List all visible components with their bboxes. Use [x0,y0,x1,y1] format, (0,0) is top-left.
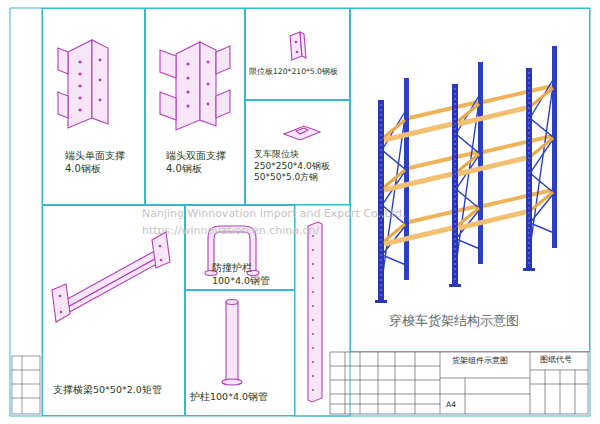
part-label: 穿梭车货架结构示意图 [389,313,519,330]
part-panel: 限位板120*210*5.0钢板 [245,8,350,100]
watermark-url: https://winnovation.en.china.cn/ [142,224,319,237]
part-panel: 穿梭车货架结构示意图 [350,8,590,352]
watermark: Nanjing Winnovation Import and Export Co… [142,207,406,220]
part-panel: 护柱100*4.0钢管 [185,290,295,416]
part-panel: 端头单面支撑 4.0钢板 [42,8,145,205]
part-panel: 端头双面支撑 4.0钢板 [145,8,245,205]
part-panel: 叉车限位块 250*250*4.0钢板 50*50*5.0方钢 [245,100,350,205]
title-block-cell: A4 [446,400,456,409]
part-label: 叉车限位块 250*250*4.0钢板 50*50*5.0方钢 [254,149,346,184]
part-label: 防撞护栏 100*4.0钢管 [212,262,282,287]
title-block-cell: 图纸代号 [540,355,572,365]
title-block-cell: 货架组件示意图 [452,356,508,366]
part-label: 限位板120*210*5.0钢板 [249,67,338,77]
part-label: 端头单面支撑 4.0钢板 [65,149,137,175]
part-label: 支撑横梁50*50*2.0矩管 [53,384,162,396]
part-label: 护柱100*4.0钢管 [190,391,268,403]
part-label: 端头双面支撑 4.0钢板 [166,149,238,175]
